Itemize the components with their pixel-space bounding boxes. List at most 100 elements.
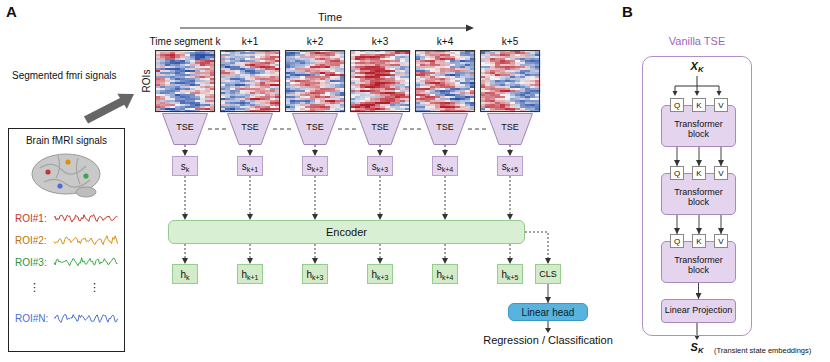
heatmap-cell (425, 54, 430, 56)
heatmap-cell (390, 78, 395, 80)
heatmap-cell (360, 84, 365, 86)
heatmap-cell (360, 68, 365, 70)
heatmap-cell (385, 104, 390, 106)
heatmap-cell (265, 68, 270, 70)
heatmap-cell (235, 108, 240, 110)
heatmap-cell (460, 66, 465, 68)
heatmap-cell (290, 92, 295, 94)
heatmap-cell (315, 66, 320, 68)
heatmap-cell (370, 80, 375, 82)
heatmap-cell (245, 62, 250, 64)
heatmap-cell (390, 64, 395, 66)
heatmap-cell (440, 66, 445, 68)
heatmap-cell (440, 92, 445, 94)
heatmap-cell (240, 68, 245, 70)
heatmap-cell (390, 102, 395, 104)
heatmap-cell (250, 56, 255, 58)
heatmap-cell (225, 70, 230, 72)
heatmap-cell (305, 68, 310, 70)
heatmap-cell (300, 80, 305, 82)
heatmap-cell (355, 64, 360, 66)
heatmap-cell (195, 100, 200, 102)
heatmap-cell (205, 54, 210, 56)
heatmap-cell (435, 88, 440, 90)
heatmap-cell (315, 102, 320, 104)
heatmap-cell (380, 78, 385, 80)
heatmap-cell (200, 58, 205, 60)
heatmap-cell (240, 102, 245, 104)
heatmap-cell (395, 66, 400, 68)
heatmap-cell (190, 80, 195, 82)
heatmap-cell (440, 98, 445, 100)
heatmap-cell (205, 76, 210, 78)
heatmap-cell (305, 92, 310, 94)
heatmap-cell (200, 106, 205, 108)
heatmap-cell (300, 104, 305, 106)
heatmap-cell (310, 66, 315, 68)
heatmap-cell (365, 52, 370, 54)
heatmap-cell (485, 64, 490, 66)
heatmap-cell (460, 62, 465, 64)
heatmap-cell (305, 74, 310, 76)
heatmap-cell (315, 108, 320, 110)
heatmap-cell (390, 68, 395, 70)
heatmap-cell (315, 72, 320, 74)
heatmap-cell (185, 106, 190, 108)
heatmap-cell (515, 54, 520, 56)
heatmap-cell (390, 100, 395, 102)
heatmap-cell (440, 58, 445, 60)
heatmap-cell (425, 64, 430, 66)
heatmap-cell (255, 106, 260, 108)
heatmap-cell (265, 60, 270, 62)
heatmap-cell (335, 94, 340, 96)
heatmap-cell (195, 54, 200, 56)
heatmap-cell (225, 54, 230, 56)
heatmap-cell (385, 64, 390, 66)
heatmap-cell (320, 104, 325, 106)
heatmap-cell (440, 94, 445, 96)
heatmap-cell (255, 102, 260, 104)
heatmap-cell (330, 84, 335, 86)
heatmap-cell (180, 104, 185, 106)
heatmap-cell (420, 86, 425, 88)
heatmap-cell (265, 94, 270, 96)
heatmap-cell (435, 72, 440, 74)
heatmap-cell (300, 58, 305, 60)
heatmap-cell (500, 64, 505, 66)
heatmap-cell (180, 92, 185, 94)
heatmap-cell (455, 72, 460, 74)
heatmap-cell (320, 58, 325, 60)
heatmap-cell (175, 98, 180, 100)
heatmap-cell (315, 98, 320, 100)
heatmap-cell (445, 92, 450, 94)
heatmap-cell (190, 74, 195, 76)
heatmap-cell (445, 62, 450, 64)
heatmap-cell (315, 94, 320, 96)
heatmap-cell (175, 94, 180, 96)
heatmap-cell (425, 94, 430, 96)
heatmap-cell (370, 60, 375, 62)
heatmap-cell (380, 80, 385, 82)
heatmap-cell (430, 58, 435, 60)
heatmap-cell (245, 74, 250, 76)
heatmap-cell (300, 102, 305, 104)
heatmap-cell (255, 64, 260, 66)
heatmap-cell (305, 94, 310, 96)
heatmap-cell (520, 68, 525, 70)
heatmap-cell (185, 96, 190, 98)
heatmap-cell (390, 76, 395, 78)
heatmap-cell (240, 72, 245, 74)
heatmap-cell (270, 76, 275, 78)
heatmap-cell (465, 64, 470, 66)
heatmap-cell (170, 90, 175, 92)
heatmap-cell (195, 108, 200, 110)
heatmap-cell (355, 58, 360, 60)
heatmap-cell (190, 100, 195, 102)
heatmap-cell (495, 52, 500, 54)
heatmap-cell (330, 74, 335, 76)
heatmap-cell (160, 60, 165, 62)
heatmap-cell (450, 104, 455, 106)
heatmap-cell (460, 86, 465, 88)
heatmap-cell (450, 102, 455, 104)
heatmap-cell (500, 54, 505, 56)
